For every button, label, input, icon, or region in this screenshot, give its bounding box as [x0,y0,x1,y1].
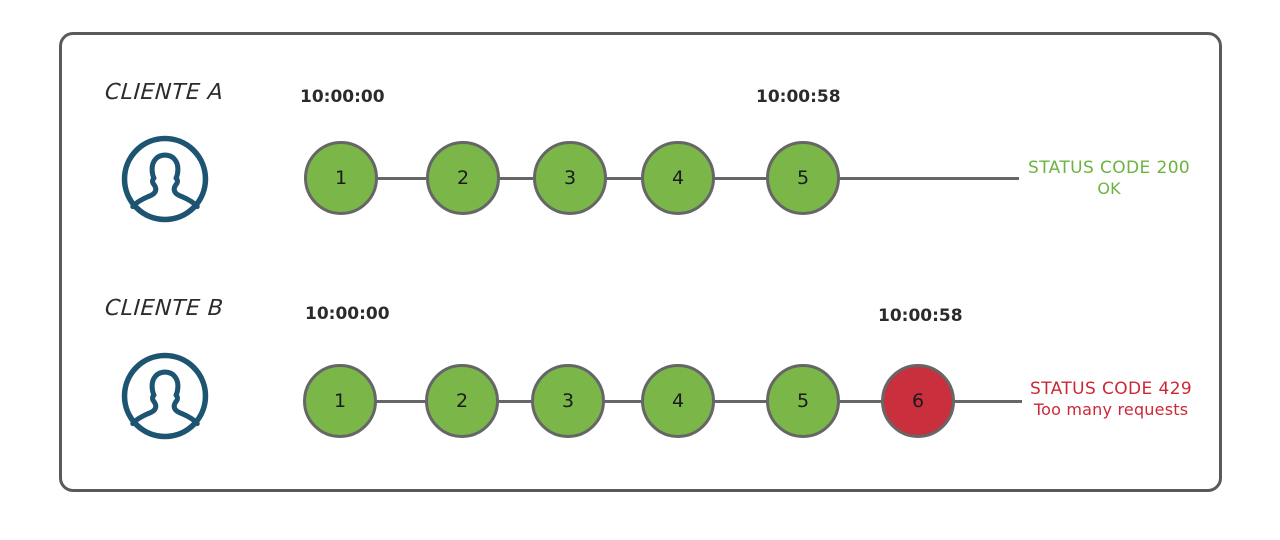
status-text-a: OK [1097,178,1121,198]
connector-b-3-4 [604,400,642,403]
request-node[interactable]: 1 [303,364,377,438]
status-text-b: Too many requests [1033,399,1189,419]
status-message-a: STATUS CODE 200 OK [1028,158,1190,198]
timestamp-start-b: 10:00:00 [305,304,390,324]
request-node-number: 4 [671,167,685,189]
request-node[interactable]: 5 [766,141,840,215]
connector-a-2-3 [499,177,534,180]
user-avatar-icon [119,350,211,442]
timestamp-end-b: 10:00:58 [878,306,963,326]
status-message-b: STATUS CODE 429 Too many requests [1030,379,1192,419]
connector-b-4-5 [714,400,767,403]
connector-a-3-4 [606,177,642,180]
connector-a-5-status [839,177,1019,180]
connector-b-2-3 [498,400,532,403]
request-node[interactable]: 4 [641,364,715,438]
user-avatar-icon [119,133,211,225]
request-node-number: 4 [671,390,685,412]
request-node[interactable]: 1 [304,141,378,215]
timestamp-start-a: 10:00:00 [300,87,385,107]
timestamp-end-a: 10:00:58 [756,87,841,107]
request-node[interactable]: 3 [531,364,605,438]
status-code-b: STATUS CODE 429 [1030,379,1193,399]
request-node-number: 3 [563,167,577,189]
client-label-b: CLIENTE B [104,296,225,321]
connector-b-1-2 [375,400,426,403]
request-node-number: 2 [455,390,469,412]
request-node[interactable]: 2 [425,364,499,438]
connector-b-5-6 [839,400,883,403]
connector-a-4-5 [714,177,767,180]
request-node-number: 1 [333,390,347,412]
request-node-number: 5 [796,167,810,189]
request-node-number: 3 [561,390,575,412]
request-node-number: 5 [796,390,810,412]
request-node[interactable]: 4 [641,141,715,215]
request-node-number: 1 [334,167,348,189]
request-node[interactable]: 2 [426,141,500,215]
request-node-number: 6 [911,390,925,412]
request-node[interactable]: 3 [533,141,607,215]
request-node-number: 2 [456,167,470,189]
client-label-a: CLIENTE A [104,80,225,105]
request-node-throttled[interactable]: 6 [881,364,955,438]
diagram-frame [59,32,1222,492]
request-node[interactable]: 5 [766,364,840,438]
connector-b-6-status [954,400,1022,403]
connector-a-1-2 [376,177,426,180]
status-code-a: STATUS CODE 200 [1028,158,1191,178]
